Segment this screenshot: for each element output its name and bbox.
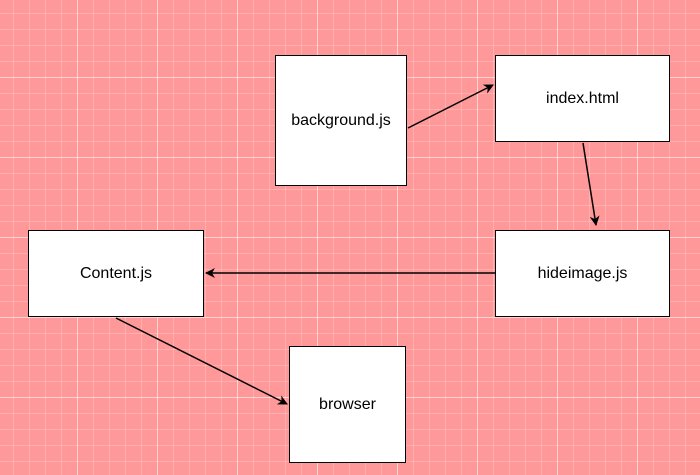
node-browser[interactable]: browser [289,346,406,463]
node-label: Content.js [79,264,153,282]
node-label: index.html [546,89,619,107]
node-label: background.js [291,111,391,129]
edge-content-to-browser [115,317,288,405]
edge-background-to-index [407,84,494,129]
node-label: hideimage.js [537,264,628,282]
node-hideimage-js[interactable]: hideimage.js [495,230,670,317]
node-background-js[interactable]: background.js [275,55,407,186]
node-content-js[interactable]: Content.js [28,230,204,317]
node-label: browser [319,395,376,413]
edge-index-to-hideimage [582,142,600,226]
node-index-html[interactable]: index.html [495,55,670,142]
